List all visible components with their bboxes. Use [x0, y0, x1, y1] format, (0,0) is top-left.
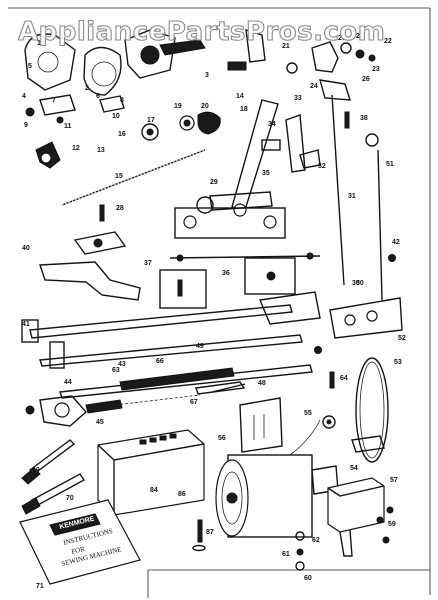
callout: 25	[356, 33, 364, 40]
callout: 42	[392, 239, 400, 246]
callout: 37	[144, 260, 152, 267]
callout: 49	[196, 343, 204, 350]
callout: 1	[37, 40, 41, 47]
callout: 21	[282, 43, 290, 50]
feed-link-assembly	[159, 207, 321, 309]
motor-pulley	[322, 415, 385, 453]
main-shaft	[35, 141, 206, 206]
motor-bracket	[327, 477, 394, 557]
callout: 27	[338, 35, 346, 42]
callout: 62	[312, 537, 320, 544]
callout: 2	[85, 85, 89, 92]
callout: 61	[282, 551, 290, 558]
callout: 34	[268, 121, 276, 128]
callout: 32	[318, 163, 326, 170]
callout: 48	[258, 380, 266, 387]
callout: 4	[22, 93, 26, 100]
callout: 3	[205, 72, 209, 79]
frame	[8, 7, 431, 598]
needle-bar-lever	[196, 99, 279, 217]
callout: 70	[66, 495, 74, 502]
callout: 54	[350, 465, 358, 472]
callout: 56	[218, 435, 226, 442]
book-line-2: FOR	[71, 545, 86, 556]
callout: 29	[210, 179, 218, 186]
bracket-assembly	[314, 297, 403, 389]
callout: 9	[24, 122, 28, 129]
tool-screwdrivers	[21, 439, 86, 515]
rod-48	[114, 383, 246, 406]
callout: 63	[112, 367, 120, 374]
callout: 35	[262, 170, 270, 177]
callout: 43	[118, 361, 126, 368]
tension-assembly	[141, 29, 298, 141]
callout: 87	[206, 529, 214, 536]
callout: 40	[22, 245, 30, 252]
callout-labels: 1 2 3 4 5 6 7 8 9 10 11 12 13 14 15 16 1…	[22, 33, 406, 590]
callout: 14	[236, 93, 244, 100]
callout: 84	[150, 487, 158, 494]
callout: 26	[362, 76, 370, 83]
callout: 36	[222, 270, 230, 277]
callout: 50	[356, 280, 364, 287]
callout: 59	[388, 521, 396, 528]
callout: 18	[240, 106, 248, 113]
callout: 45	[96, 419, 104, 426]
callout: 71	[36, 583, 44, 590]
callout: 31	[348, 193, 356, 200]
callout: 28	[116, 205, 124, 212]
callout: 8	[120, 97, 124, 104]
callout: 11	[64, 123, 72, 130]
accessory-box	[97, 429, 205, 516]
hook-drive	[25, 381, 246, 427]
callout: 24	[310, 83, 318, 90]
callout: 64	[340, 375, 348, 382]
callout: 23	[372, 66, 380, 73]
callout: 5	[28, 63, 32, 70]
callout: 30	[352, 280, 360, 287]
callout: 86	[178, 491, 186, 498]
feed-fork-assembly	[39, 204, 141, 301]
callout: 57	[390, 477, 398, 484]
gear-housing-assembly	[24, 29, 206, 124]
callout: 6	[96, 93, 100, 100]
callout: 7	[52, 97, 56, 104]
lower-shafts	[21, 291, 321, 399]
callout: 41	[22, 321, 30, 328]
take-up-assembly	[261, 41, 376, 173]
callout: 16	[118, 131, 126, 138]
watermark-text: AppliancePartsPros.com	[18, 17, 385, 47]
callout: 67	[190, 399, 198, 406]
callout: 17	[147, 117, 155, 124]
callout: 66	[156, 358, 164, 365]
callout: 55	[304, 410, 312, 417]
instruction-book: KENMORE INSTRUCTIONS FOR SEWING MACHINE	[19, 499, 141, 585]
callout: 22	[384, 38, 392, 45]
drive-belt	[355, 357, 389, 463]
motor-screws	[192, 519, 305, 571]
callout: 12	[72, 145, 80, 152]
callout: 13	[97, 147, 105, 154]
callout: 38	[360, 115, 368, 122]
callout: 52	[398, 335, 406, 342]
motor	[215, 397, 339, 538]
callout: 44	[64, 379, 72, 386]
callout: 51	[386, 161, 394, 168]
callout: 33	[294, 95, 302, 102]
callout: 69	[32, 467, 40, 474]
callout: 19	[174, 103, 182, 110]
callout: 53	[394, 359, 402, 366]
callout: 15	[115, 173, 123, 180]
vertical-rods	[331, 94, 396, 301]
callout: 60	[304, 575, 312, 582]
callout: 20	[201, 103, 209, 110]
callout: 10	[112, 113, 120, 120]
